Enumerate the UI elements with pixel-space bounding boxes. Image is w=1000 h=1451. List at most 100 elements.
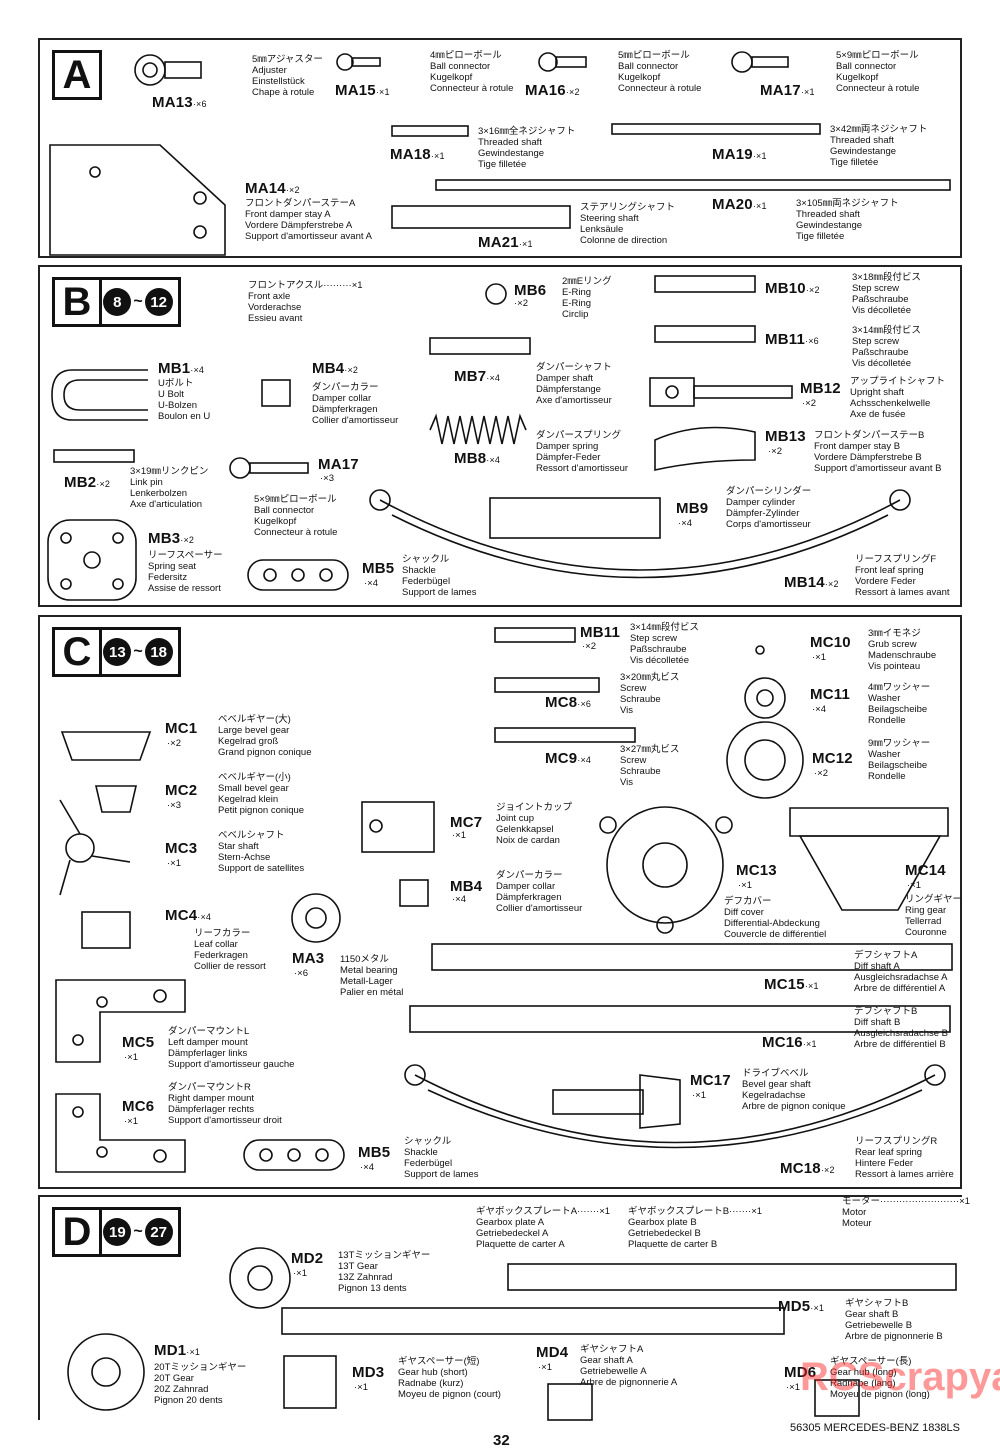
section-b-letter: B [52, 277, 102, 327]
part-qty-mb5: ·×4 [364, 578, 378, 589]
part-code-mc5: MC5 [122, 1034, 155, 1051]
part-code-mc3: MC3 [165, 840, 198, 857]
part-code-ma17: MA17·×1 [760, 82, 815, 99]
part-code-md5: MD5·×1 [778, 1298, 825, 1315]
part-code-mc8: MC8·×6 [545, 694, 592, 711]
part-code-mc4: MC4·×4 [165, 907, 212, 924]
part-qty-mc14: ·×1 [907, 880, 921, 891]
ball-connector-illustration [336, 53, 381, 71]
part-code-mc10: MC10 [810, 634, 851, 651]
part-code-ma18: MA18·×1 [390, 146, 445, 163]
part-code-md1: MD1·×1 [154, 1342, 201, 1359]
part-qty-mc1: ·×2 [167, 738, 181, 749]
step-badge: 8 [103, 288, 132, 316]
section-a-letter: A [52, 50, 102, 100]
part-code-mc1: MC1 [165, 720, 198, 737]
part-code-md2: MD2 [291, 1250, 324, 1267]
part-code-mc11: MC11 [810, 686, 850, 703]
leaf-spring-illustration [379, 499, 901, 571]
part-code-ma17-b: MA17 [318, 456, 359, 473]
step-badge: 12 [144, 288, 173, 316]
bevel-gear-illustration [60, 731, 152, 761]
part-qty-md4: ·×1 [538, 1362, 552, 1373]
part-qty-mc5: ·×1 [124, 1052, 138, 1063]
part-code-mb2: MB2·×2 [64, 474, 111, 491]
part-qty-mc13: ·×1 [738, 880, 752, 891]
part-code-mb4-c: MB4 [450, 878, 483, 895]
threaded-shaft-illustration [611, 123, 821, 135]
step-badge: 18 [144, 638, 173, 666]
part-qty-ma17-b: ·×3 [320, 473, 334, 484]
part-code-mc16: MC16·×1 [762, 1034, 817, 1051]
part-code-ma19: MA19·×1 [712, 146, 767, 163]
part-code-mb7: MB7·×4 [454, 368, 501, 385]
part-code-mb14: MB14·×2 [784, 574, 839, 591]
part-code-mc6: MC6 [122, 1098, 155, 1115]
part-qty-mc3: ·×1 [167, 858, 181, 869]
part-qty-mc7: ·×1 [452, 830, 466, 841]
part-qty-mc11: ·×4 [812, 704, 826, 715]
part-qty-mc17: ·×1 [692, 1090, 706, 1101]
star-shaft-illustration [59, 799, 131, 896]
diff-cover-illustration [606, 806, 724, 924]
part-code-mc18: MC18·×2 [780, 1160, 835, 1177]
part-code-mc2: MC2 [165, 782, 198, 799]
part-code-ma15: MA15·×1 [335, 82, 390, 99]
watermark: RCScrapyard.net [800, 1355, 1000, 1399]
part-code-ma21: MA21·×1 [478, 234, 533, 251]
part-code-mb6: MB6 [514, 282, 547, 299]
ring-gear-illustration [789, 807, 949, 837]
part-code-ma14: MA14·×2 [245, 180, 300, 197]
part-code-mc17: MC17 [690, 1072, 731, 1089]
section-d-steps: 19 ~ 27 [98, 1207, 181, 1257]
part-code-mc9: MC9·×4 [545, 750, 592, 767]
part-code-mb9: MB9 [676, 500, 709, 517]
section-c-letter: C [52, 627, 102, 677]
part-code-mc7: MC7 [450, 814, 483, 831]
section-c: C 13 ~ 18 [38, 615, 962, 1189]
rear-leaf-spring-illustration [414, 1074, 936, 1144]
part-code-mb12: MB12 [800, 380, 841, 397]
part-code-mc15: MC15·×1 [764, 976, 819, 993]
part-qty-mc6: ·×1 [124, 1116, 138, 1127]
part-code-mb8: MB8·×4 [454, 450, 501, 467]
part-qty-mb6: ·×2 [514, 298, 528, 309]
ball-connector-illustration [538, 52, 587, 72]
part-code-mb13: MB13 [765, 428, 806, 445]
part-qty-mc12: ·×2 [814, 768, 828, 779]
damper-spring-illustration [429, 413, 527, 445]
gear-20t-illustration [67, 1333, 145, 1411]
